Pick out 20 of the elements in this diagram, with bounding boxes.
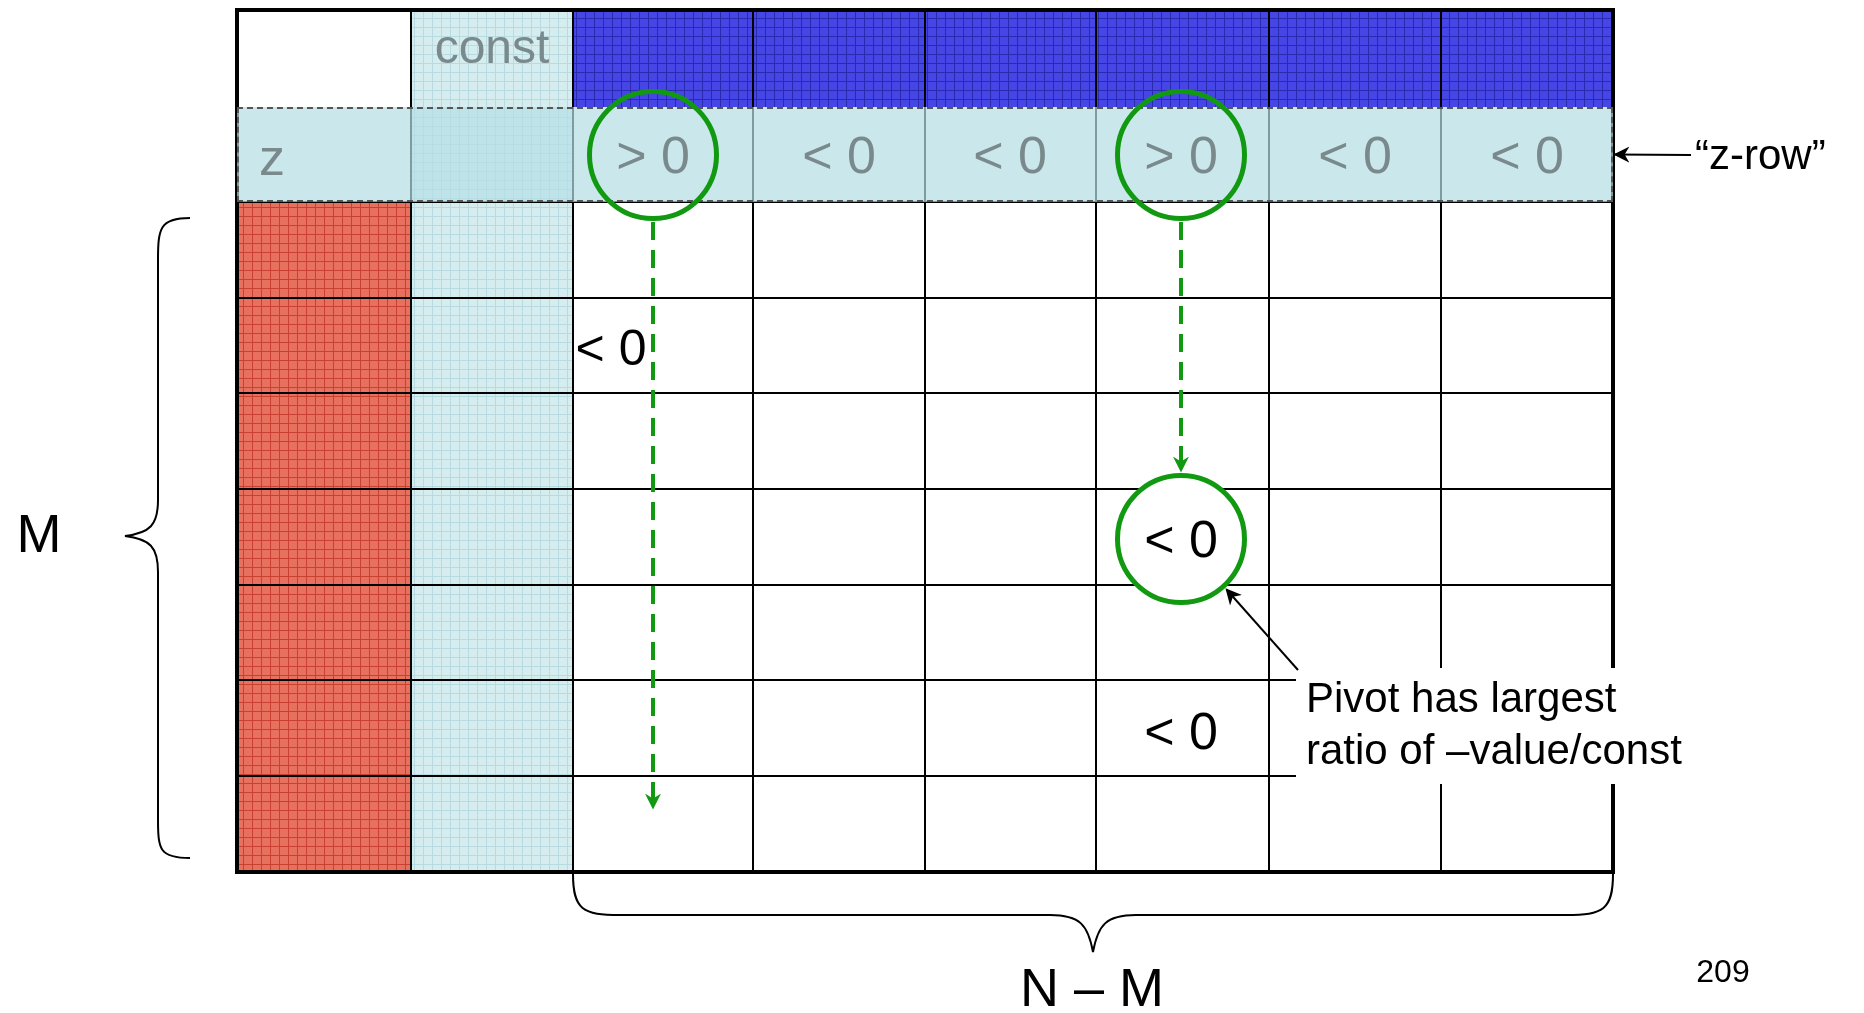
circled-value: > 0 [587,89,719,221]
leader-line [1613,146,1692,163]
cell-value: < 0 [802,129,876,181]
callout-text: “z-row” [1695,132,1855,178]
cell-value: < 0 [1318,129,1392,181]
cell-value: < 0 [1144,705,1218,757]
dimension-label: N – M [1020,960,1164,1013]
z-row-band [237,107,1613,202]
cell-value: < 0 [1490,129,1564,181]
cell-value: < 0 [575,323,647,373]
dashed-arrow [1173,222,1189,473]
dashed-arrow [645,222,661,810]
leader-line [1225,588,1299,671]
cell-value: < 0 [973,129,1047,181]
dimension-label: M [16,506,62,560]
circled-value: > 0 [1115,89,1247,221]
page-number: 209 [1696,955,1750,987]
circled-value: < 0 [1115,473,1247,605]
column-header: const [434,23,550,71]
row-label: z [259,131,285,183]
